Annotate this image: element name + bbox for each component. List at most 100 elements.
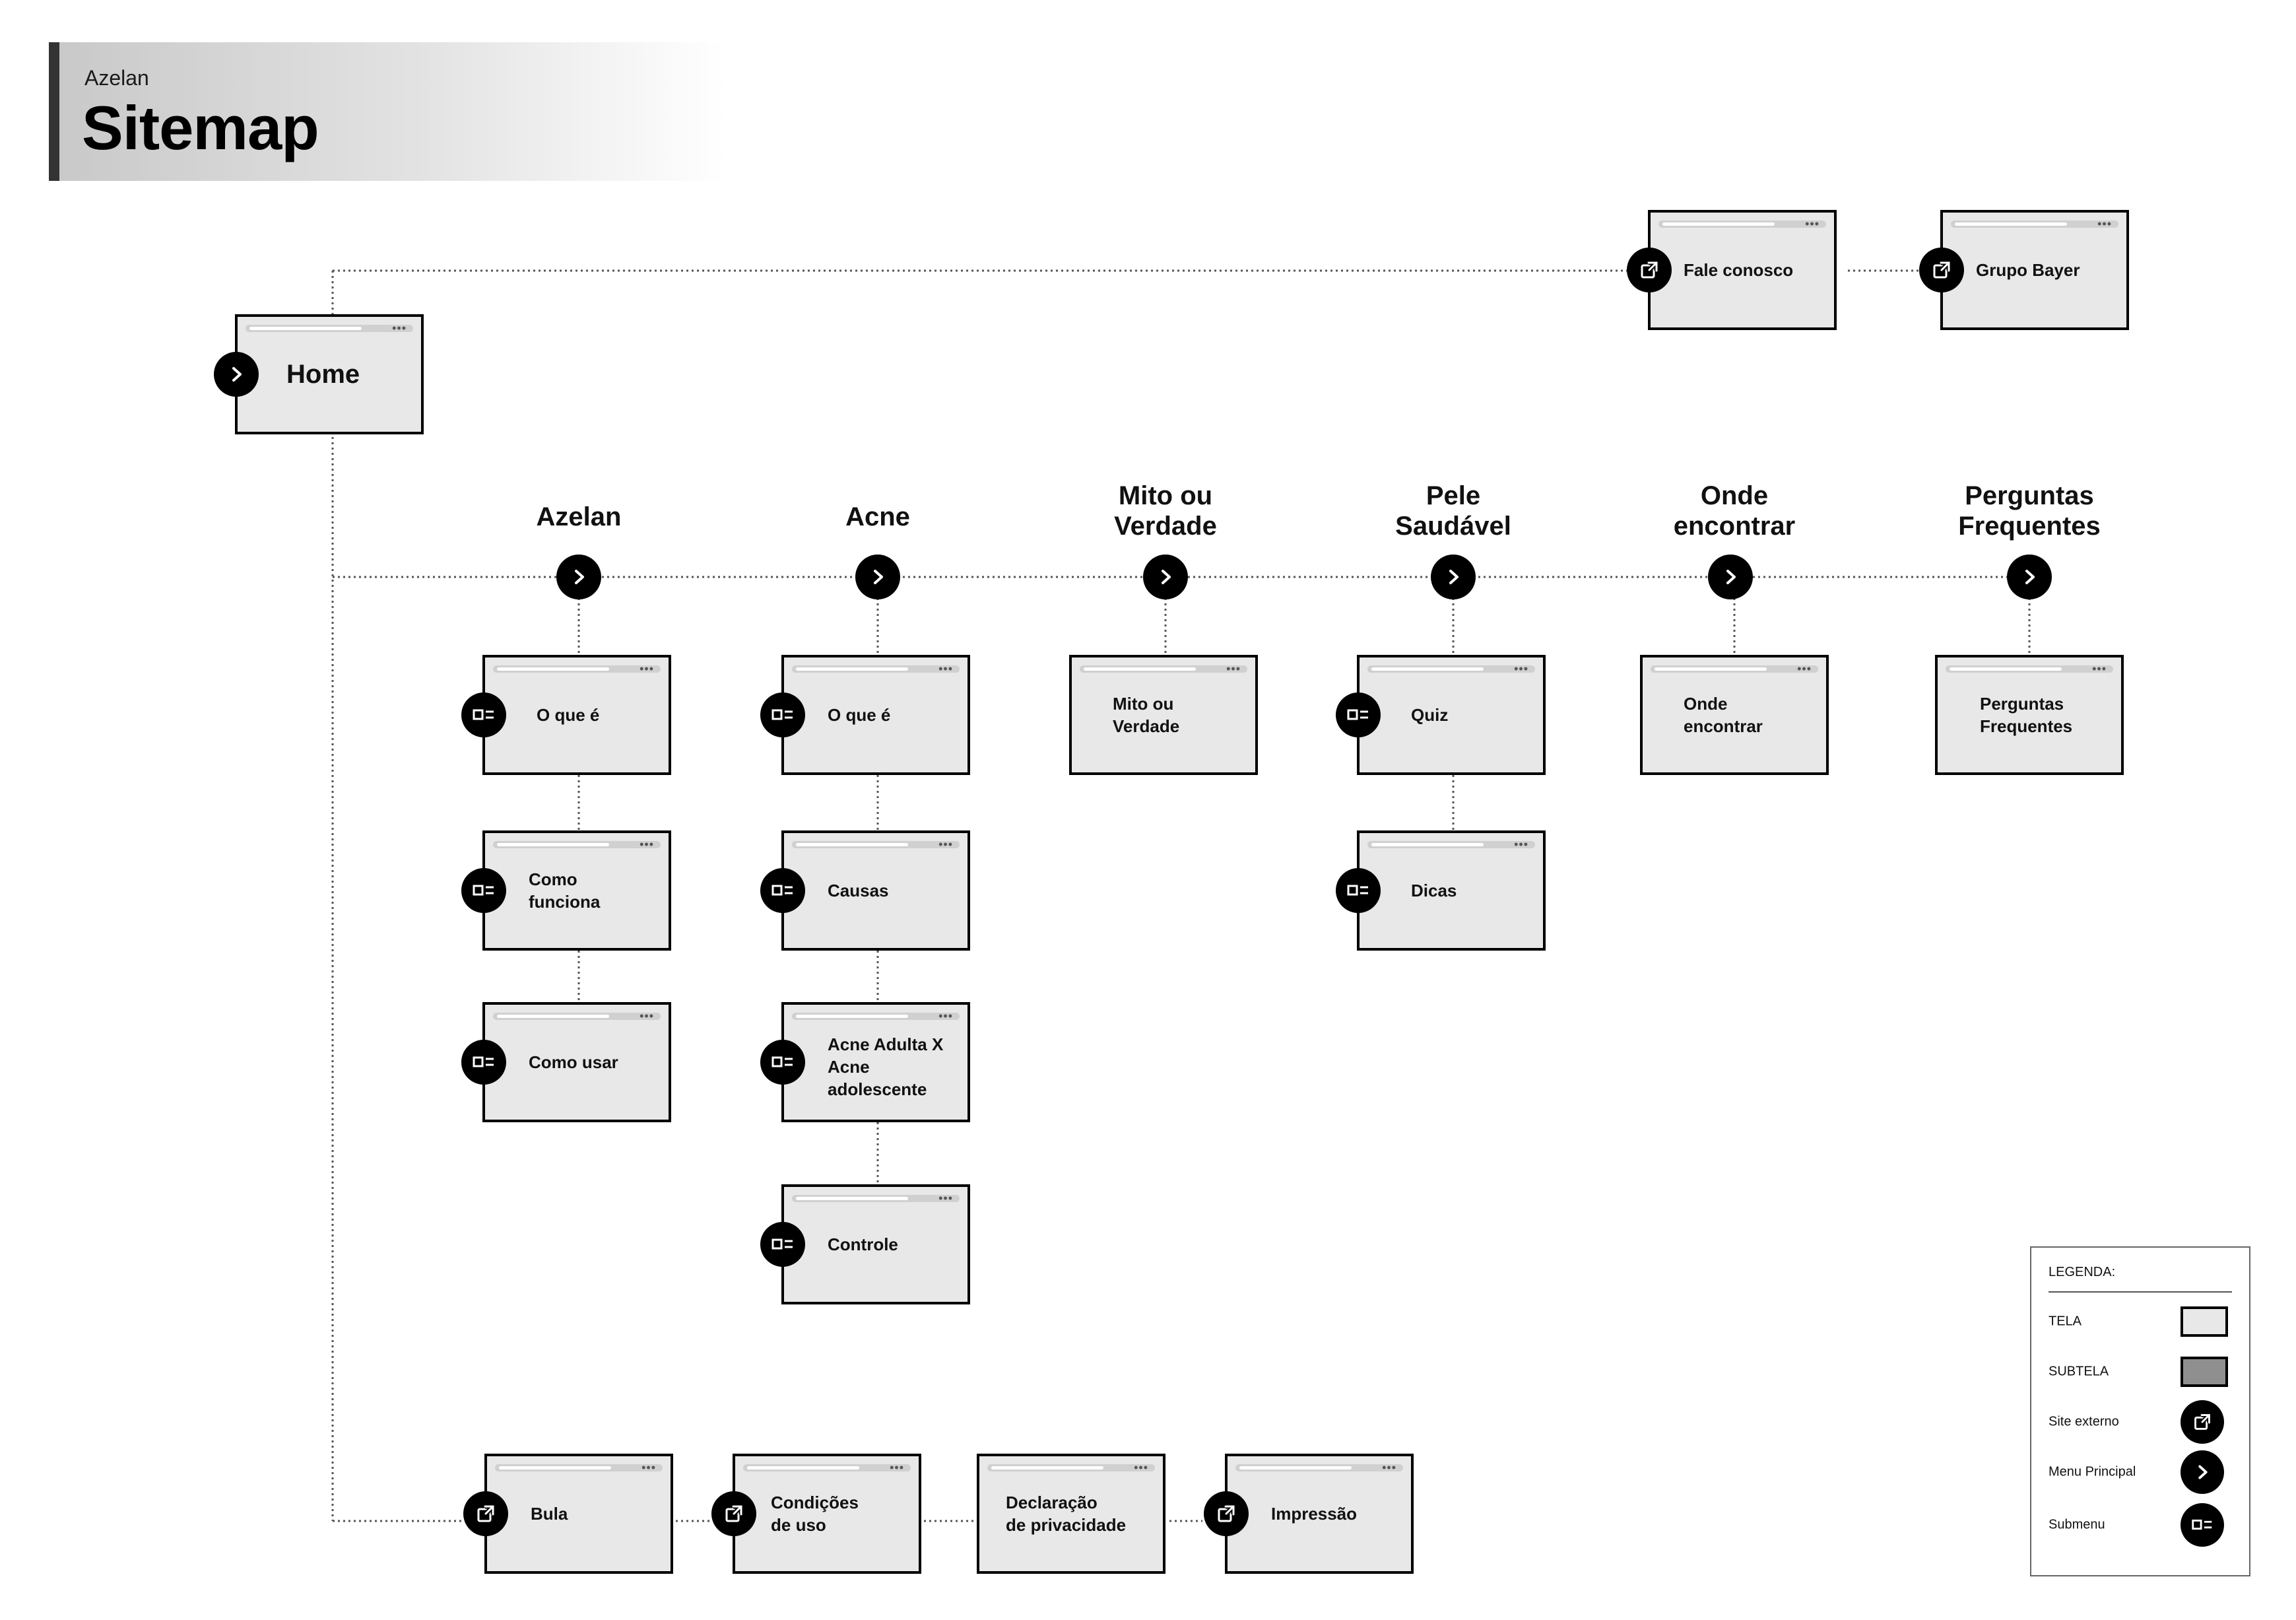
legend-item-submenu: Submenu (2049, 1500, 2232, 1550)
subpage-label: Controle (828, 1234, 898, 1254)
menu-title-perguntas-frequentes: Perguntas Frequentes (1958, 481, 2101, 541)
menu-title-acne: Acne (845, 502, 910, 531)
utility-page-fale-conosco[interactable]: ••• Fale conosco (1627, 210, 1837, 330)
subpage-mito-ou-verdade[interactable]: ••• Mito ou Verdade (1069, 655, 1258, 775)
subpage-label: O que é (828, 705, 891, 725)
legend-label: SUBTELA (2049, 1364, 2109, 1379)
utility-page-label: Grupo Bayer (1976, 260, 2080, 280)
subpage-label: Acne Adulta X Acne adolescente (828, 1034, 944, 1099)
browser-address-bar: ••• (792, 1010, 960, 1022)
footer-page-declaracao-de-privacidade[interactable]: ••• Declaração de privacidade (977, 1454, 1165, 1574)
menu-title-onde-encontrar: Onde encontrar (1673, 481, 1796, 541)
subpage-label: Onde encontrar (1684, 694, 1763, 736)
chevron-right-icon (874, 570, 883, 584)
home-label: Home (286, 360, 360, 389)
subpage-label: Causas (828, 881, 889, 900)
subpage-label: Como funciona (529, 869, 601, 912)
submenu-icon (461, 692, 506, 737)
subpage-azelan-como-usar[interactable]: ••• Como usar (461, 1002, 671, 1122)
browser-address-bar: ••• (1658, 218, 1826, 230)
subpage-acne-controle[interactable]: ••• Controle (760, 1184, 970, 1304)
home-page-box[interactable]: ••• Home (214, 314, 424, 434)
legend-label: Site externo (2049, 1414, 2119, 1429)
subpage-label: Como usar (529, 1052, 618, 1072)
browser-address-bar: ••• (495, 1462, 663, 1473)
legend: LEGENDA: TELA SUBTELA Site externo Menu … (2030, 1246, 2250, 1576)
chevron-right-icon (2181, 1450, 2224, 1494)
main-menu-node-mito-ou-verdade[interactable] (1143, 555, 1188, 599)
legend-label: TELA (2049, 1314, 2082, 1329)
subpage-acne-adulta-x-adolescente[interactable]: ••• Acne Adulta X Acne adolescente (760, 1002, 970, 1122)
footer-page-label: Condições de uso (771, 1493, 859, 1535)
main-menu-node-pele-saudavel[interactable] (1431, 555, 1476, 599)
browser-address-bar: ••• (1946, 663, 2113, 675)
tela-swatch (2181, 1306, 2228, 1337)
browser-address-bar: ••• (792, 838, 960, 850)
subpage-pele-saudavel-quiz[interactable]: ••• Quiz (1336, 655, 1546, 775)
subpage-azelan-como-funciona[interactable]: ••• Como funciona (461, 830, 671, 951)
browser-address-bar: ••• (1367, 838, 1535, 850)
footer-page-condicoes-de-uso[interactable]: ••• Condições de uso (711, 1454, 921, 1574)
subpage-onde-encontrar[interactable]: ••• Onde encontrar (1640, 655, 1829, 775)
browser-address-bar: ••• (493, 838, 661, 850)
browser-address-bar: ••• (246, 322, 413, 334)
submenu-icon (760, 692, 805, 737)
submenu-icon (1336, 692, 1381, 737)
submenu-icon (1336, 868, 1381, 913)
project-name: Azelan (84, 66, 149, 90)
external-link-icon (1627, 248, 1672, 292)
page-header: Azelan Sitemap (49, 42, 726, 181)
menu-title-azelan: Azelan (536, 502, 622, 531)
chevron-right-icon (1726, 570, 1736, 584)
footer-page-label: Declaração de privacidade (1006, 1493, 1127, 1535)
browser-address-bar: ••• (987, 1462, 1155, 1473)
main-menu-node-acne[interactable] (855, 555, 900, 599)
footer-page-label: Impressão (1271, 1504, 1358, 1524)
chevron-right-icon (575, 570, 584, 584)
subpage-acne-causas[interactable]: ••• Causas (760, 830, 970, 951)
menu-title-pele-saudavel: Pele Saudável (1395, 481, 1511, 541)
footer-page-impressao[interactable]: ••• Impressão (1204, 1454, 1414, 1574)
chevron-right-icon (1162, 570, 1171, 584)
footer-page-bula[interactable]: ••• Bula (463, 1454, 673, 1574)
external-link-icon (2181, 1400, 2224, 1444)
utility-page-grupo-bayer[interactable]: ••• Grupo Bayer (1919, 210, 2129, 330)
main-menu-node-perguntas-frequentes[interactable] (2007, 555, 2052, 599)
browser-address-bar: ••• (792, 1192, 960, 1204)
subtela-swatch (2181, 1357, 2228, 1387)
external-link-icon (463, 1491, 508, 1536)
browser-address-bar: ••• (493, 663, 661, 675)
page-title: Sitemap (82, 93, 319, 162)
chevron-right-icon (214, 352, 259, 397)
browser-address-bar: ••• (493, 1010, 661, 1022)
utility-page-label: Fale conosco (1684, 260, 1794, 280)
submenu-icon (461, 868, 506, 913)
browser-address-bar: ••• (1651, 663, 1818, 675)
subpage-acne-o-que-e[interactable]: ••• O que é (760, 655, 970, 775)
legend-item-subtela: SUBTELA (2049, 1347, 2232, 1397)
submenu-icon (760, 1222, 805, 1267)
legend-item-tela: TELA (2049, 1297, 2232, 1347)
footer-page-label: Bula (531, 1504, 568, 1524)
external-link-icon (711, 1491, 756, 1536)
subpage-perguntas-frequentes[interactable]: ••• Perguntas Frequentes (1935, 655, 2124, 775)
subpage-label: O que é (537, 705, 600, 725)
main-menu-node-onde-encontrar[interactable] (1708, 555, 1753, 599)
browser-address-bar: ••• (1235, 1462, 1403, 1473)
legend-label: Menu Principal (2049, 1464, 2136, 1479)
external-link-icon (1204, 1491, 1249, 1536)
legend-divider (2049, 1291, 2232, 1293)
external-link-icon (1919, 248, 1964, 292)
legend-label: Submenu (2049, 1517, 2105, 1532)
browser-address-bar: ••• (1367, 663, 1535, 675)
subpage-azelan-o-que-e[interactable]: ••• O que é (461, 655, 671, 775)
submenu-icon (461, 1040, 506, 1085)
menu-title-mito-ou-verdade: Mito ou Verdade (1114, 481, 1217, 541)
chevron-right-icon (1449, 570, 1459, 584)
submenu-icon (2181, 1503, 2224, 1547)
main-menu-node-azelan[interactable] (556, 555, 601, 599)
browser-address-bar: ••• (1951, 218, 2118, 230)
subpage-pele-saudavel-dicas[interactable]: ••• Dicas (1336, 830, 1546, 951)
browser-address-bar: ••• (743, 1462, 911, 1473)
